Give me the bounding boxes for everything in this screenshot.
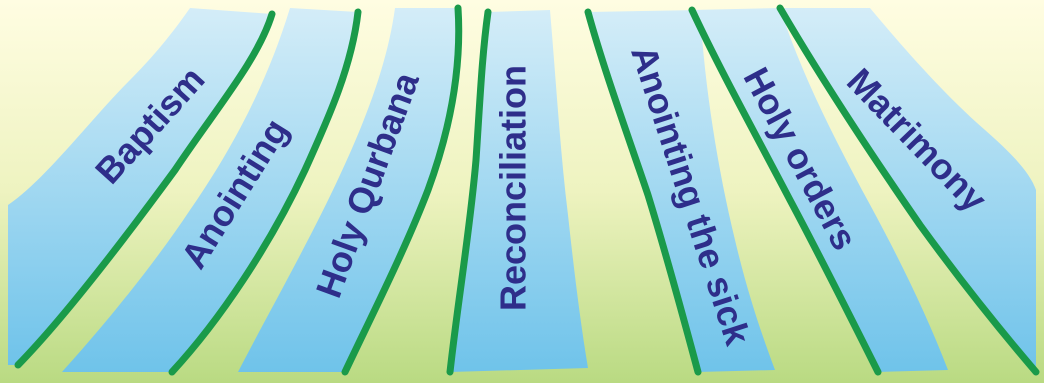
ribbon-label-reconciliation: Reconciliation (493, 65, 534, 311)
